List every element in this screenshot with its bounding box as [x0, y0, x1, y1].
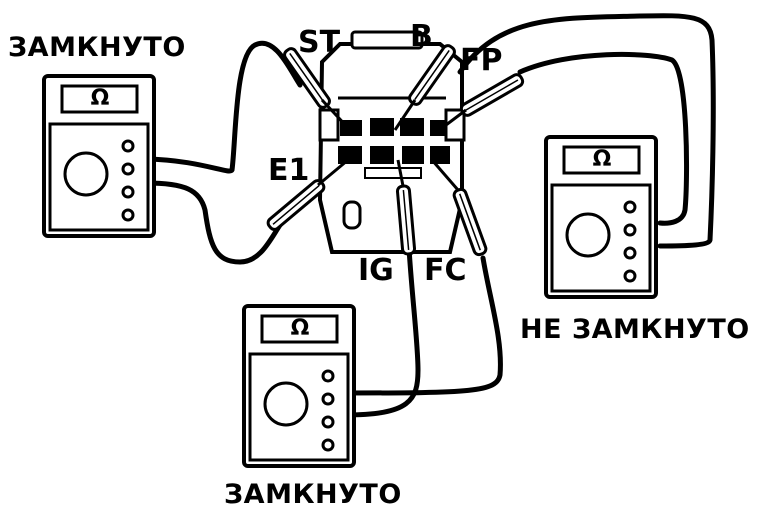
pin-label-b: B — [410, 19, 433, 54]
lead-fc — [342, 255, 503, 396]
test-leads — [143, 13, 716, 418]
pin-label-e1: E1 — [268, 153, 310, 188]
lead-b — [457, 13, 716, 249]
probe-b — [393, 42, 458, 131]
pin-label-fc: FC — [424, 253, 467, 288]
right-meter-caption: НЕ ЗАМКНУТО — [520, 314, 750, 345]
probe-fp — [445, 71, 526, 127]
pin-label-ig: IG — [358, 253, 394, 288]
connector-housing — [317, 30, 466, 254]
ohm-icon: Ω — [91, 86, 110, 111]
probe-ig — [395, 159, 417, 256]
probe-e1 — [264, 158, 349, 233]
lead-fp — [517, 51, 690, 226]
bottom-meter-caption: ЗАМКНУТО — [224, 479, 402, 510]
pin-label-fp: FP — [460, 43, 503, 78]
probe-st — [281, 45, 352, 132]
ohm-icon: Ω — [593, 147, 612, 172]
lead-ig — [342, 227, 421, 418]
left-meter-caption: ЗАМКНУТО — [8, 32, 186, 63]
lead-e1 — [143, 180, 283, 265]
probe-fc — [430, 159, 489, 258]
ohm-icon: Ω — [291, 316, 310, 341]
lead-st — [143, 40, 303, 174]
connector-latch — [342, 200, 362, 230]
pin-label-st: ST — [298, 25, 341, 60]
